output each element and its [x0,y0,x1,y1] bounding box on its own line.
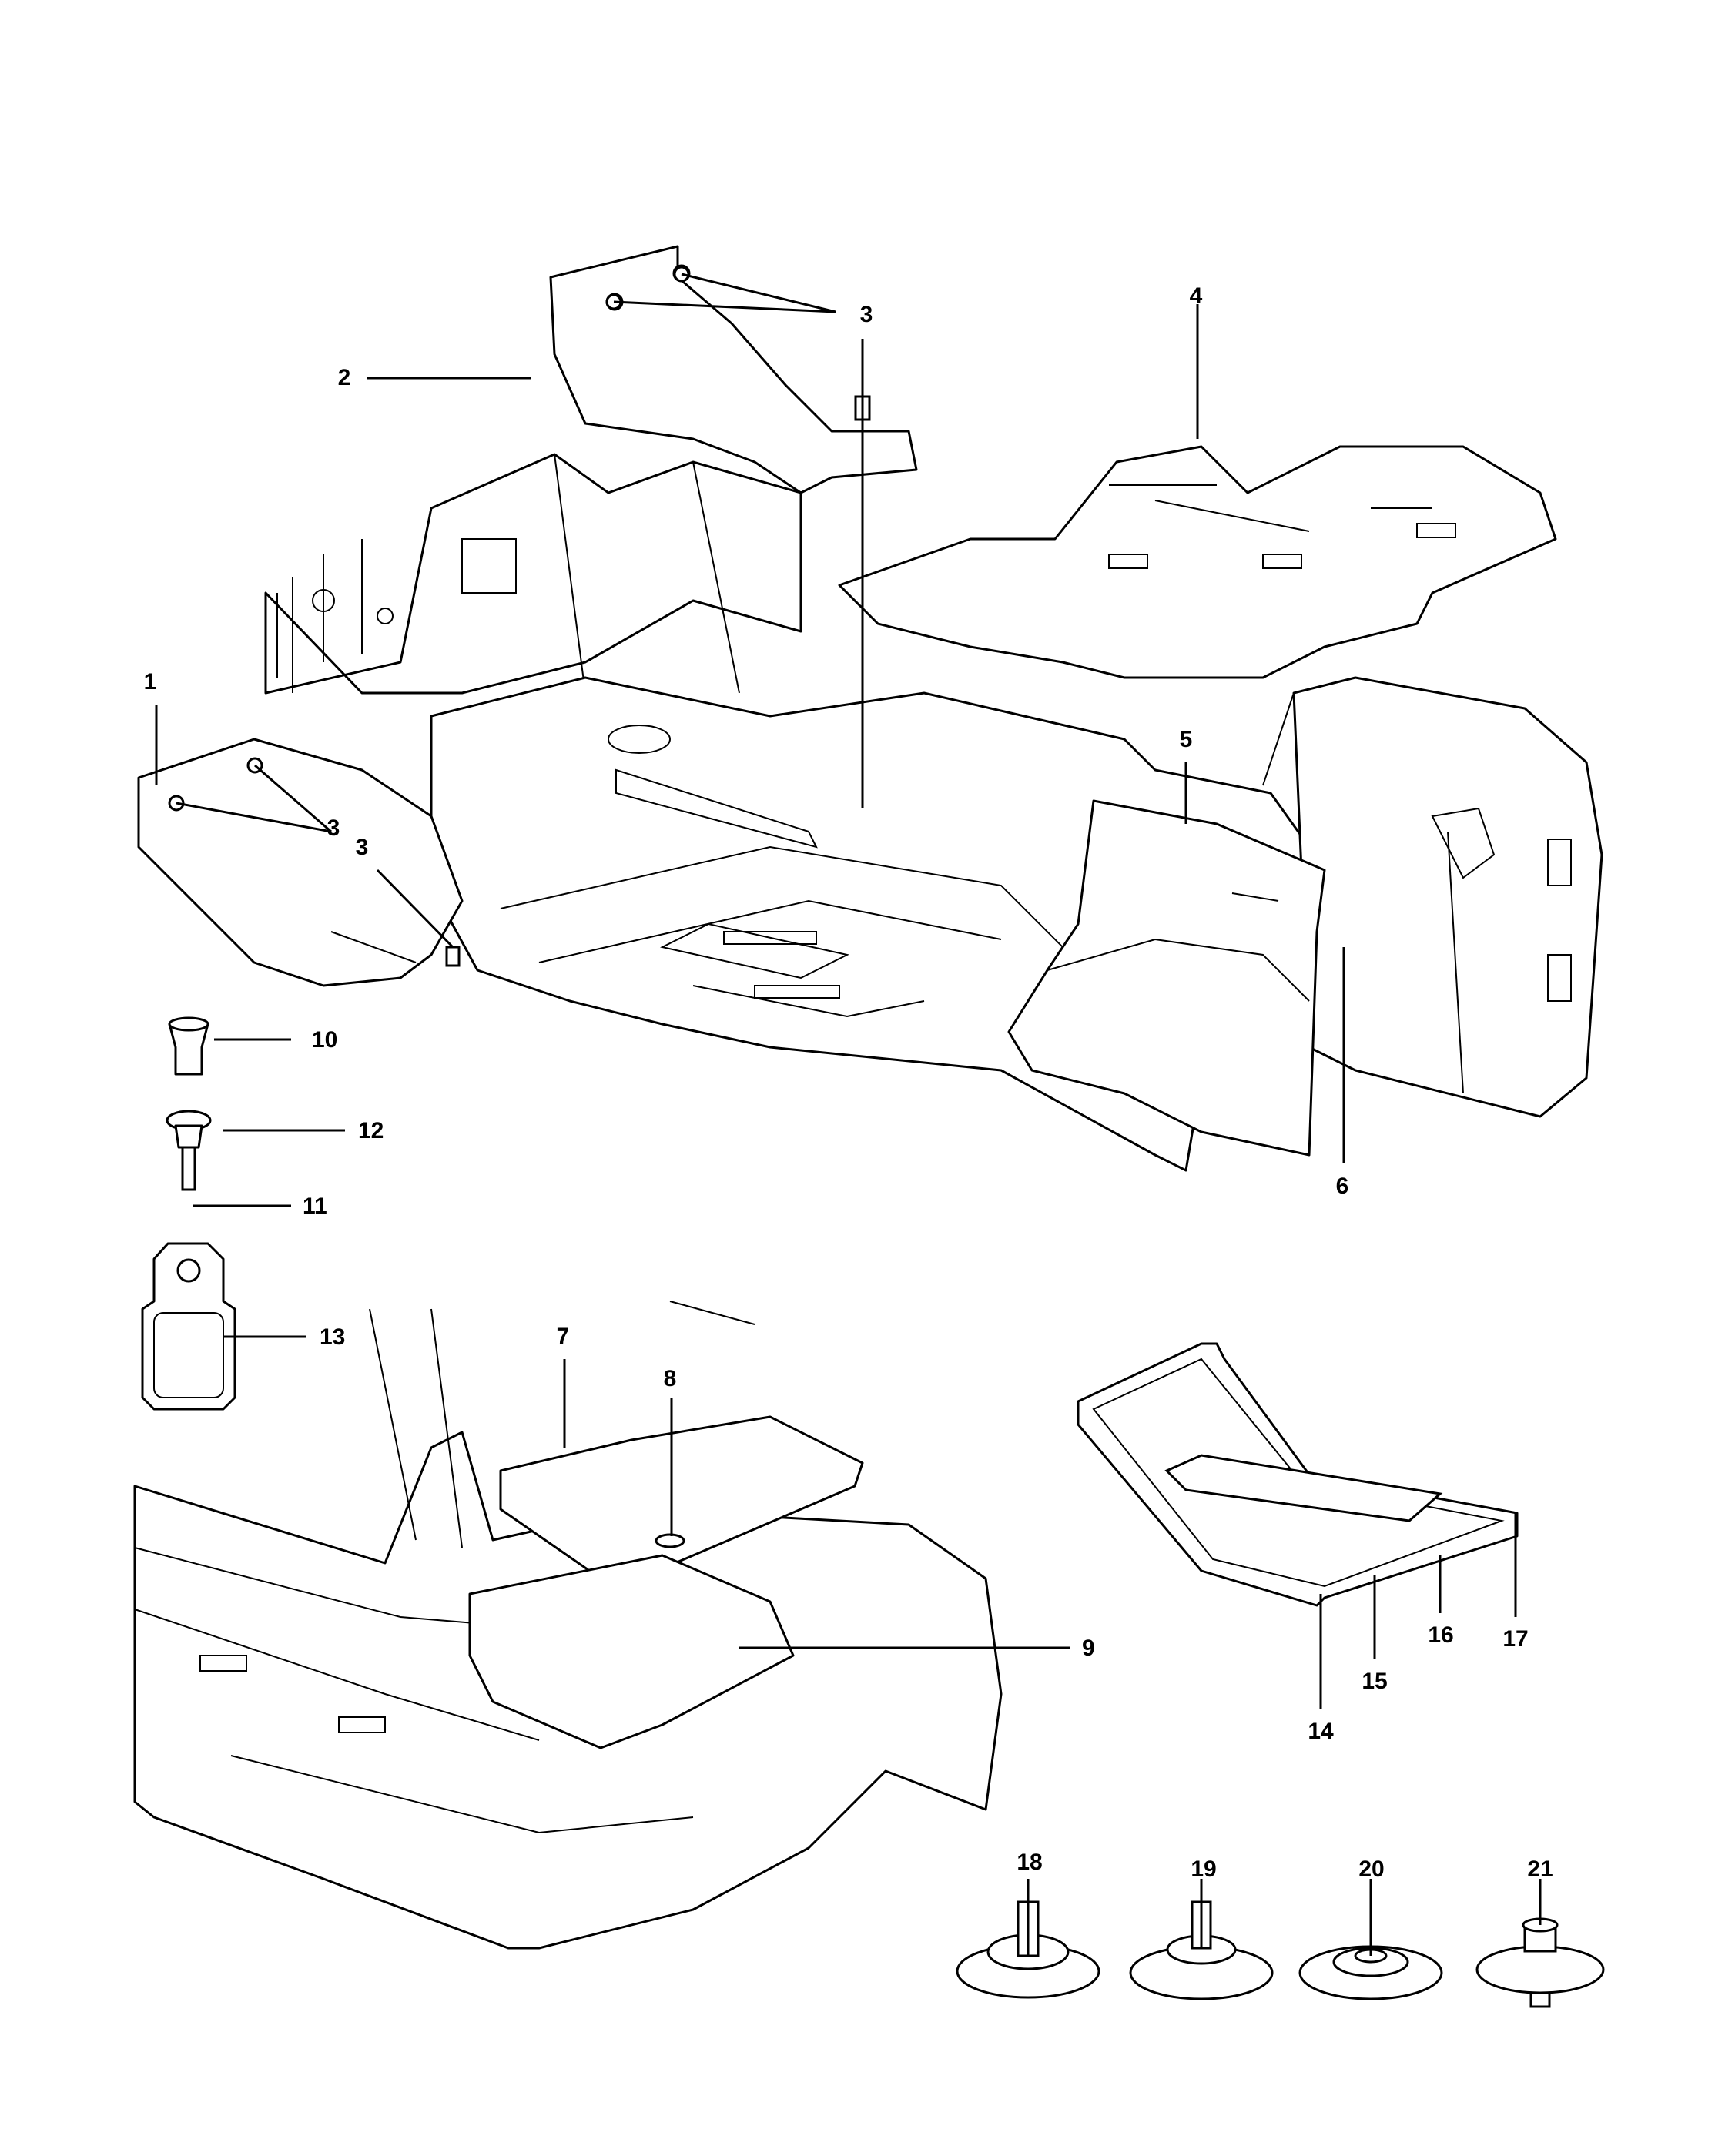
callout-labels: 1 2 3 3 3 4 5 6 7 8 9 10 11 12 13 14 15 … [144,283,1553,1882]
part-7-load-floor-lid [499,1415,864,1580]
part-14-17-floor-mat [1077,1342,1519,1607]
callout-8: 8 [664,1366,677,1391]
callout-9: 9 [1082,1635,1095,1661]
callout-1: 1 [144,669,157,695]
part-10-clip [168,1016,209,1076]
callout-15: 15 [1362,1669,1387,1694]
callout-12: 12 [358,1118,384,1143]
part-9-cargo-tray [468,1554,795,1749]
callout-18: 18 [1017,1850,1042,1875]
callout-11: 11 [303,1194,327,1219]
part-21-fastener [1475,1917,1605,2008]
callout-16: 16 [1428,1622,1453,1648]
callout-7: 7 [557,1324,570,1349]
callout-14: 14 [1308,1719,1334,1744]
callout-20: 20 [1358,1856,1384,1882]
callout-6: 6 [1336,1173,1349,1199]
part-13-hook [141,1242,236,1411]
callout-13: 13 [320,1324,345,1350]
part-11-12-stud [166,1110,212,1191]
part-5-6-rear-insulator [1007,799,1326,1157]
callout-4: 4 [1190,283,1203,309]
part-4-rear-carpet [838,445,1557,679]
callout-17: 17 [1502,1626,1528,1652]
leader-lines [155,273,1542,1956]
part-8-grommet [655,1533,685,1548]
callout-10: 10 [312,1027,337,1053]
callout-3-lower: 3 [356,835,369,860]
part-2-dash-insulator [549,245,918,494]
callout-5: 5 [1180,727,1193,752]
part-1-floor-insulator [137,738,464,987]
callout-19: 19 [1191,1856,1216,1882]
callout-2: 2 [338,365,351,390]
callout-3-top: 3 [860,302,873,327]
part-20-fastener [1298,1945,1443,2000]
callout-3-left: 3 [327,815,340,841]
callout-21: 21 [1527,1856,1552,1882]
